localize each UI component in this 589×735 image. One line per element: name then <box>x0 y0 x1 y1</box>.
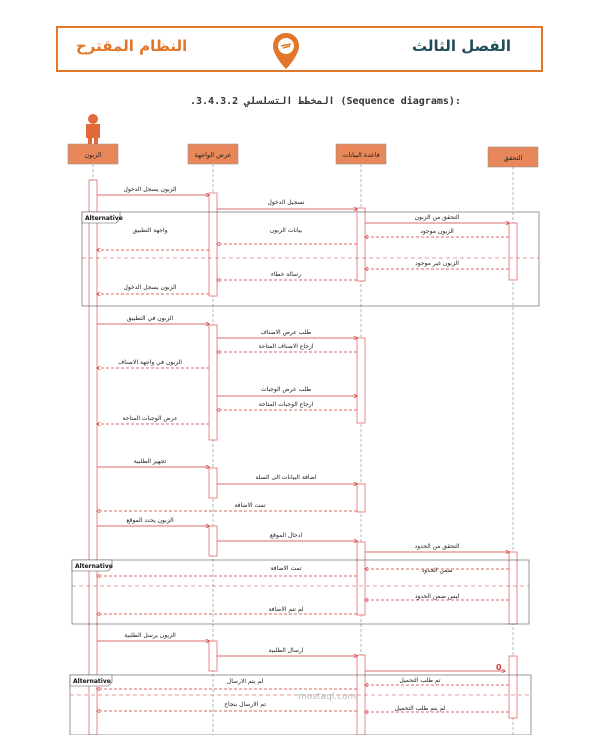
alt-fragment-1: Alternative <box>81 211 540 307</box>
msg-in-app: الزبون في التطبيق <box>127 315 174 322</box>
msg-add-to-cart: اضافة البيانات الى السلة <box>255 474 316 481</box>
actor-db-label: قاعدة البيانات <box>342 151 379 159</box>
msg-return-categories: ارجاع الاصناف المتاحة <box>258 343 313 350</box>
msg-outside-bounds: ليس ضمن الحدود <box>415 593 459 600</box>
msg-customer-data: بيانات الزبون <box>270 227 303 234</box>
actor-verify-label: التحقق <box>504 154 523 162</box>
msg-added-2: تمت الاضافة <box>270 565 301 572</box>
customer-figure-icon <box>86 114 100 144</box>
msg-categories-view: الزبون في واجهة الاصناف <box>118 359 182 366</box>
alt-fragment-2-label: Alternative <box>75 563 113 570</box>
msg-app-interface: واجهة التطبيق <box>132 227 167 234</box>
msg-set-location: الزبون يحدد الموقع <box>126 517 174 524</box>
location-pin-icon <box>271 32 301 74</box>
msg-download-not-requested: لم يتم طلب التحميل <box>395 705 446 712</box>
message-arrows <box>97 195 509 712</box>
msg-enter-location: ادخال الموقع <box>270 532 303 539</box>
msg-error: رسالة خطاء <box>271 271 301 278</box>
watermark-text: mostaql.com <box>298 692 356 702</box>
actor-db: قاعدة البيانات <box>335 143 387 165</box>
msg-not-sent: لم يتم الارسال <box>227 678 263 685</box>
section-heading: .3.4.3.2 المخطط التسلسلي (Sequence diagr… <box>190 96 461 107</box>
actor-ui-label: عرض الواجهة <box>195 151 232 159</box>
msg-submit-order: ارسال الطلبية <box>269 647 304 654</box>
system-title: النظام المقترح <box>76 37 188 55</box>
msg-check-bounds: التحقق من الحدود <box>415 543 460 550</box>
msg-register-login: تسجيل الدخول <box>268 199 305 206</box>
msg-request-categories: طلب عرض الاصناف <box>261 329 312 336</box>
msg-show-meals: عرض الوجبات المتاحة <box>122 415 177 422</box>
counter-label: 0 <box>496 663 502 672</box>
actor-customer: الزبون <box>67 143 119 165</box>
alt-fragment-3: Alternative <box>69 674 532 735</box>
msg-login: الزبون يسجل الدخول <box>123 186 176 193</box>
alt-fragment-1-label: Alternative <box>85 215 123 222</box>
msg-sent-success: تم الارسال بنجاح <box>224 701 266 708</box>
activation-bars <box>88 179 518 735</box>
msg-login-again: الزبون يسجل الدخول <box>123 284 176 291</box>
msg-within-bounds: ضمن الحدود <box>421 567 452 574</box>
actor-verify: التحقق <box>487 146 539 168</box>
message-labels: الزبون يسجل الدخول تسجيل الدخول التحقق م… <box>118 186 502 712</box>
msg-return-meals: ارجاع الوجبات المتاحة <box>259 401 314 408</box>
msg-customer-not-exists: الزبون غير موجود <box>415 260 459 267</box>
msg-check-customer: التحقق من الزبون <box>415 214 460 221</box>
msg-not-added: لم تتم الاضافة <box>268 606 303 613</box>
msg-download-requested: تم طلب التحميل <box>399 677 440 684</box>
msg-request-meals: طلب عرض الوجبات <box>261 386 311 393</box>
actor-customer-label: الزبون <box>84 151 102 159</box>
chapter-header: الفصل الثالث النظام المقترح <box>56 26 543 72</box>
alt-fragment-2: Alternative <box>71 559 530 625</box>
msg-customer-exists: الزبون موجود <box>420 228 454 235</box>
msg-send-order: الزبون يرسل الطلبية <box>124 632 176 639</box>
chapter-title: الفصل الثالث <box>411 37 511 55</box>
msg-prepare-order: تجهيز الطلبية <box>134 458 167 465</box>
alt-fragment-3-label: Alternative <box>73 678 111 685</box>
msg-added: تمت الاضافة <box>234 502 265 509</box>
actor-ui: عرض الواجهة <box>187 143 239 165</box>
